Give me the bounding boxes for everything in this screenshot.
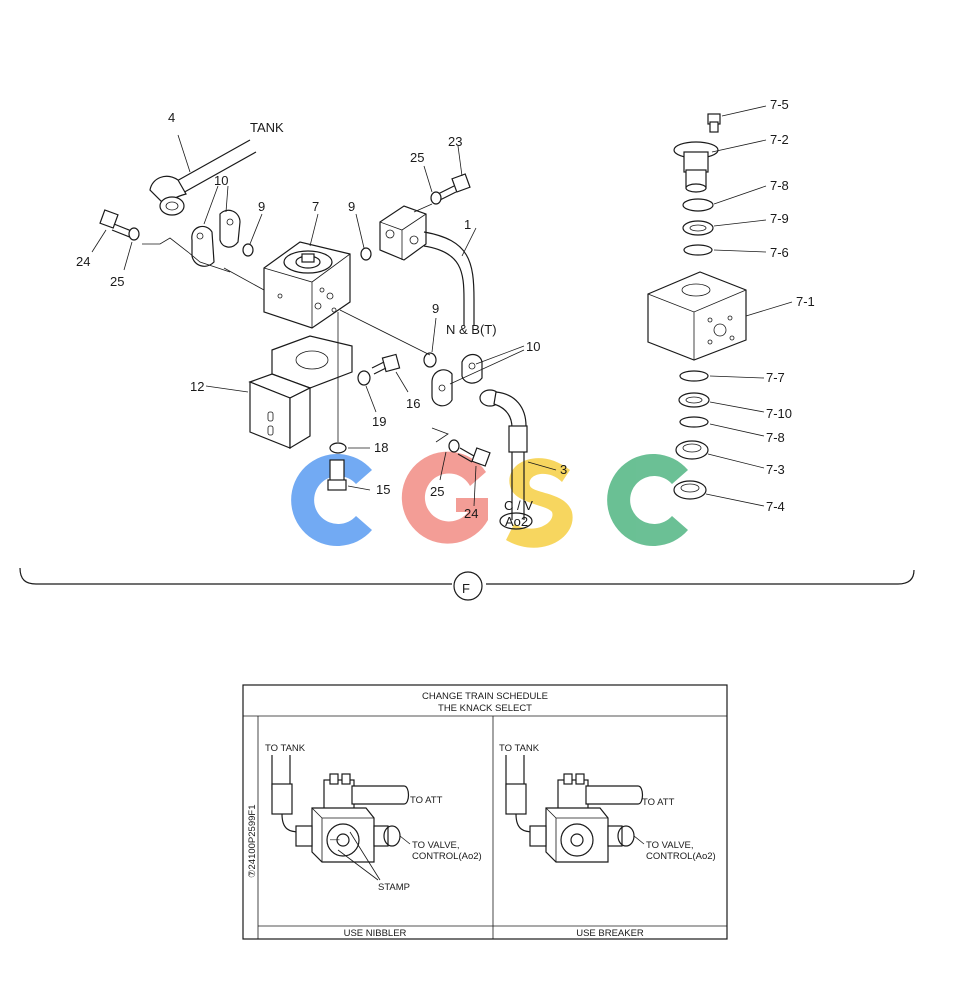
part-23-bolt	[413, 145, 471, 213]
callout-12: 12	[190, 379, 204, 394]
callout-24b: 24	[464, 506, 478, 521]
callout-7-6: 7-6	[770, 245, 789, 260]
callout-10a: 10	[214, 173, 228, 188]
part-7-6-oring	[683, 244, 713, 256]
left-to-tank: TO TANK	[265, 743, 306, 754]
part-9-oring-c	[423, 352, 437, 368]
label-section-f: F	[462, 581, 470, 596]
label-cv: C / V	[504, 498, 533, 513]
part-18-washer	[329, 312, 370, 454]
stamp-mark-a: —	[330, 834, 340, 845]
part-7-4-nut	[673, 480, 765, 507]
callout-4: 4	[168, 110, 175, 125]
part-7-valve-block	[263, 213, 351, 329]
part-19-washer	[357, 370, 371, 386]
label-nbt: N & B(T)	[446, 322, 497, 337]
watermark-letter-g	[401, 451, 488, 544]
part-7-10-ring	[678, 392, 765, 413]
callout-7-4: 7-4	[766, 499, 785, 514]
callout-9c: 9	[432, 301, 439, 316]
callout-3: 3	[560, 462, 567, 477]
callout-16: 16	[406, 396, 420, 411]
callout-10b: 10	[526, 339, 540, 354]
callout-7-8b: 7-8	[766, 430, 785, 445]
callout-25c: 25	[430, 484, 444, 499]
footer-use-breaker: USE BREAKER	[576, 928, 644, 939]
callout-7-10: 7-10	[766, 406, 792, 421]
part-4-tank-hose	[149, 134, 257, 216]
callout-9a: 9	[258, 199, 265, 214]
part-3-hose	[479, 389, 557, 520]
part-7-9-ring	[682, 219, 767, 236]
callout-24a: 24	[76, 254, 90, 269]
part-9-oring-b	[360, 247, 372, 261]
section-circle	[453, 571, 483, 601]
part-12-bracket	[205, 335, 353, 450]
callout-18: 18	[374, 440, 388, 455]
footer-use-nibbler: USE NIBBLER	[344, 928, 407, 939]
part-1-pipe	[379, 205, 477, 326]
section-bracket	[19, 567, 915, 585]
part-10-flange-right	[431, 345, 525, 407]
callout-7-5: 7-5	[770, 97, 789, 112]
right-to-tank: TO TANK	[499, 743, 540, 754]
part-15-bolt	[327, 459, 371, 491]
watermark	[291, 451, 688, 548]
watermark-letter-c1	[291, 454, 372, 547]
part-7-8-oring-b	[679, 416, 709, 428]
left-to-valve-2: CONTROL(Ao2)	[412, 851, 482, 862]
callout-25b: 25	[410, 150, 424, 165]
left-to-valve-1: TO VALVE,	[412, 840, 460, 851]
part-7-5-screw	[707, 105, 767, 133]
watermark-letter-s	[506, 458, 573, 548]
label-ao2: Ao2	[505, 514, 528, 529]
drawing-id: ⑦24100P2599F1	[247, 805, 258, 879]
part-10-flange-left	[191, 185, 241, 267]
right-to-att: TO ATT	[642, 797, 675, 808]
callout-25a: 25	[110, 274, 124, 289]
part-7-3-seat	[675, 440, 765, 469]
schedule-right-valve	[505, 755, 644, 863]
callout-23: 23	[448, 134, 462, 149]
callout-7: 7	[312, 199, 319, 214]
schedule-title-line2: THE KNACK SELECT	[438, 703, 532, 714]
callout-7-9: 7-9	[770, 211, 789, 226]
callout-7-2: 7-2	[770, 132, 789, 147]
part-24-bolt-lower	[431, 427, 491, 507]
callout-7-3: 7-3	[766, 462, 785, 477]
schedule-title-line1: CHANGE TRAIN SCHEDULE	[422, 691, 548, 702]
part-24-bolt-left	[91, 209, 231, 273]
right-to-valve-2: CONTROL(Ao2)	[646, 851, 716, 862]
part-16-bolt	[357, 353, 409, 413]
callout-7-8a: 7-8	[770, 178, 789, 193]
schedule-left-valve: —	[271, 755, 410, 881]
callout-9b: 9	[348, 199, 355, 214]
watermark-letter-c2	[607, 454, 688, 547]
right-to-valve-1: TO VALVE,	[646, 840, 694, 851]
callout-15: 15	[376, 482, 390, 497]
change-train-schedule-table: CHANGE TRAIN SCHEDULE THE KNACK SELECT ⑦…	[242, 684, 728, 940]
ao2-oval	[499, 512, 533, 530]
part-7-8-oring-a	[682, 198, 714, 212]
part-7-1-body	[647, 271, 793, 361]
callout-7-1: 7-1	[796, 294, 815, 309]
callout-19: 19	[372, 414, 386, 429]
left-stamp: STAMP	[378, 882, 410, 893]
part-7-7-oring	[679, 370, 709, 382]
part-9-oring-a	[242, 243, 254, 257]
left-to-att: TO ATT	[410, 795, 443, 806]
label-tank: TANK	[250, 120, 284, 135]
callout-1: 1	[464, 217, 471, 232]
part-7-2-plug	[673, 139, 767, 193]
callout-7-7: 7-7	[766, 370, 785, 385]
